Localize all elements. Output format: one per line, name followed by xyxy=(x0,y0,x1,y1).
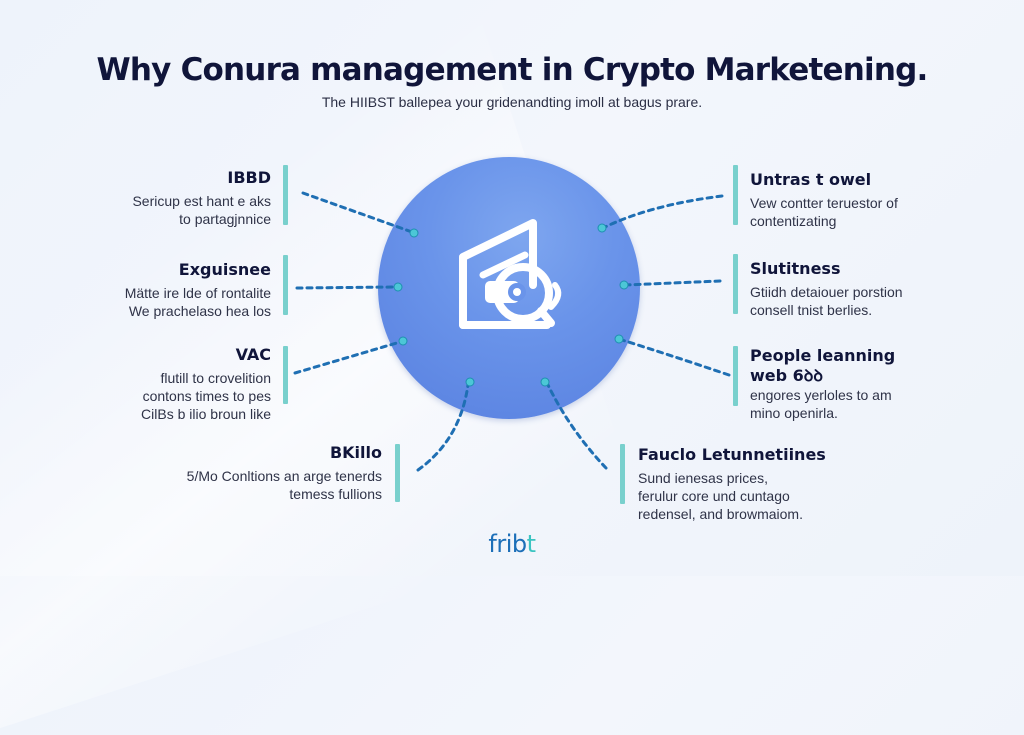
feature-title: Exguisnee xyxy=(178,260,271,279)
feature-title: Slutitness xyxy=(750,259,841,278)
feature-right-1: Untras t owel Vew contter teruestor of c… xyxy=(750,170,980,230)
feature-description: engores yerloles to am mino openirla. xyxy=(750,387,892,421)
accent-bar-left-2 xyxy=(283,255,288,315)
page-title: Why Conura management in Crypto Marketen… xyxy=(96,52,929,88)
feature-title: Fauclo Letunnetiines xyxy=(638,445,826,464)
accent-bar-left-4 xyxy=(395,444,400,502)
accent-bar-left-3 xyxy=(283,346,288,404)
accent-bar-right-3 xyxy=(733,346,738,406)
feature-title: People leanning web 6ꝺꝺ xyxy=(750,346,896,385)
feature-left-2: Exguisnee Mätte ire lde of rontalite We … xyxy=(51,260,271,320)
feature-left-4: BKillo 5/Mo Conltions an arge tenerds te… xyxy=(102,443,382,503)
page-subtitle: The HIIBST ballepea your gridenandting i… xyxy=(321,94,703,110)
feature-description: Sund ienesas prices, ferulur core und cu… xyxy=(638,470,803,522)
feature-right-2: Slutitness Gtiidh detaiouer porstion con… xyxy=(750,259,980,319)
feature-description: Mätte ire lde of rontalite We prachelaso… xyxy=(124,285,271,319)
feature-title: BKillo xyxy=(329,443,382,462)
accent-bar-right-2 xyxy=(733,254,738,314)
feature-description: Sericup est hant e aks to partagjnnice xyxy=(132,193,271,227)
feature-title: Untras t owel xyxy=(750,170,872,189)
brand-logo: fribt xyxy=(0,530,1024,558)
feature-description: 5/Mo Conltions an arge tenerds temess fu… xyxy=(186,468,382,502)
brand-logo-main: frib xyxy=(488,530,527,558)
document-magnifier-logo-icon xyxy=(459,219,562,329)
brand-logo-accent: t xyxy=(526,530,536,558)
feature-left-3: VAC flutill to crovelition contons times… xyxy=(51,345,271,423)
feature-description: flutill to crovelition contons times to … xyxy=(141,370,271,422)
feature-title: VAC xyxy=(235,345,271,364)
accent-bar-left-1 xyxy=(283,165,288,225)
feature-description: Gtiidh detaiouer porstion consell tnist … xyxy=(750,284,903,318)
feature-right-3: People leanning web 6ꝺꝺ engores yerloles… xyxy=(750,346,980,422)
feature-description: Vew contter teruestor of contentizating xyxy=(750,195,898,229)
accent-bar-right-4 xyxy=(620,444,625,504)
feature-right-4: Fauclo Letunnetiines Sund ienesas prices… xyxy=(638,445,898,523)
feature-left-1: IBBD Sericup est hant e aks to partagjnn… xyxy=(71,168,271,228)
accent-bar-right-1 xyxy=(733,165,738,225)
feature-title: IBBD xyxy=(227,168,271,187)
